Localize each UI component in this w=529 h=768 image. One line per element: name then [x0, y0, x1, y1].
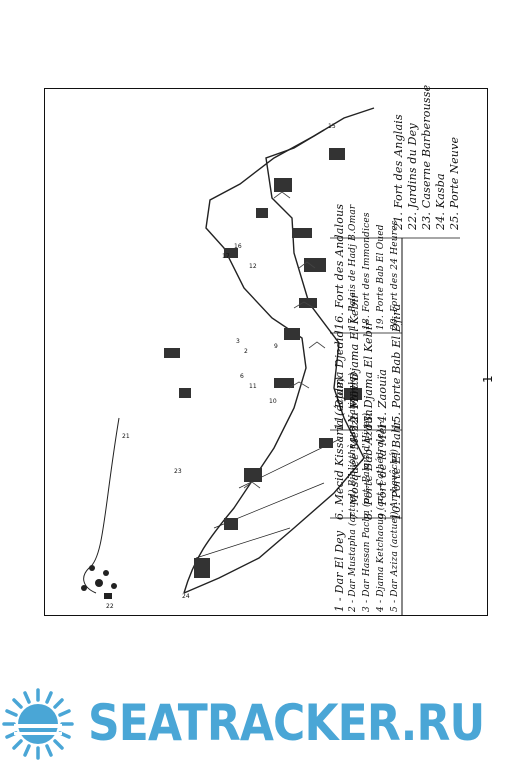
algiers-map-sketch: 15 16 17 11 12 10 22 21 23 24 32 6 9	[81, 107, 375, 610]
svg-text:23: 23	[174, 468, 182, 475]
svg-text:12: 12	[249, 263, 257, 270]
svg-text:10: 10	[269, 398, 277, 405]
map-frame	[44, 88, 488, 616]
svg-text:22: 22	[106, 603, 114, 610]
svg-text:24: 24	[182, 593, 190, 600]
seatracker-logo	[2, 688, 74, 760]
page-number: 1	[481, 375, 495, 383]
svg-text:16: 16	[234, 243, 242, 250]
sea-front	[183, 129, 365, 594]
svg-text:21: 21	[122, 433, 130, 440]
watermark-text: SEATRACKER.RU	[88, 694, 485, 752]
aqueduct-path	[83, 417, 120, 594]
svg-text:9: 9	[274, 343, 278, 350]
sun-icon	[2, 688, 74, 760]
svg-text:11: 11	[249, 383, 257, 390]
svg-text:3: 3	[236, 338, 240, 345]
svg-text:6: 6	[240, 373, 244, 380]
legend-grid	[330, 237, 460, 616]
svg-text:2: 2	[244, 348, 248, 355]
svg-text:17: 17	[222, 253, 230, 260]
svg-text:15: 15	[328, 123, 336, 130]
